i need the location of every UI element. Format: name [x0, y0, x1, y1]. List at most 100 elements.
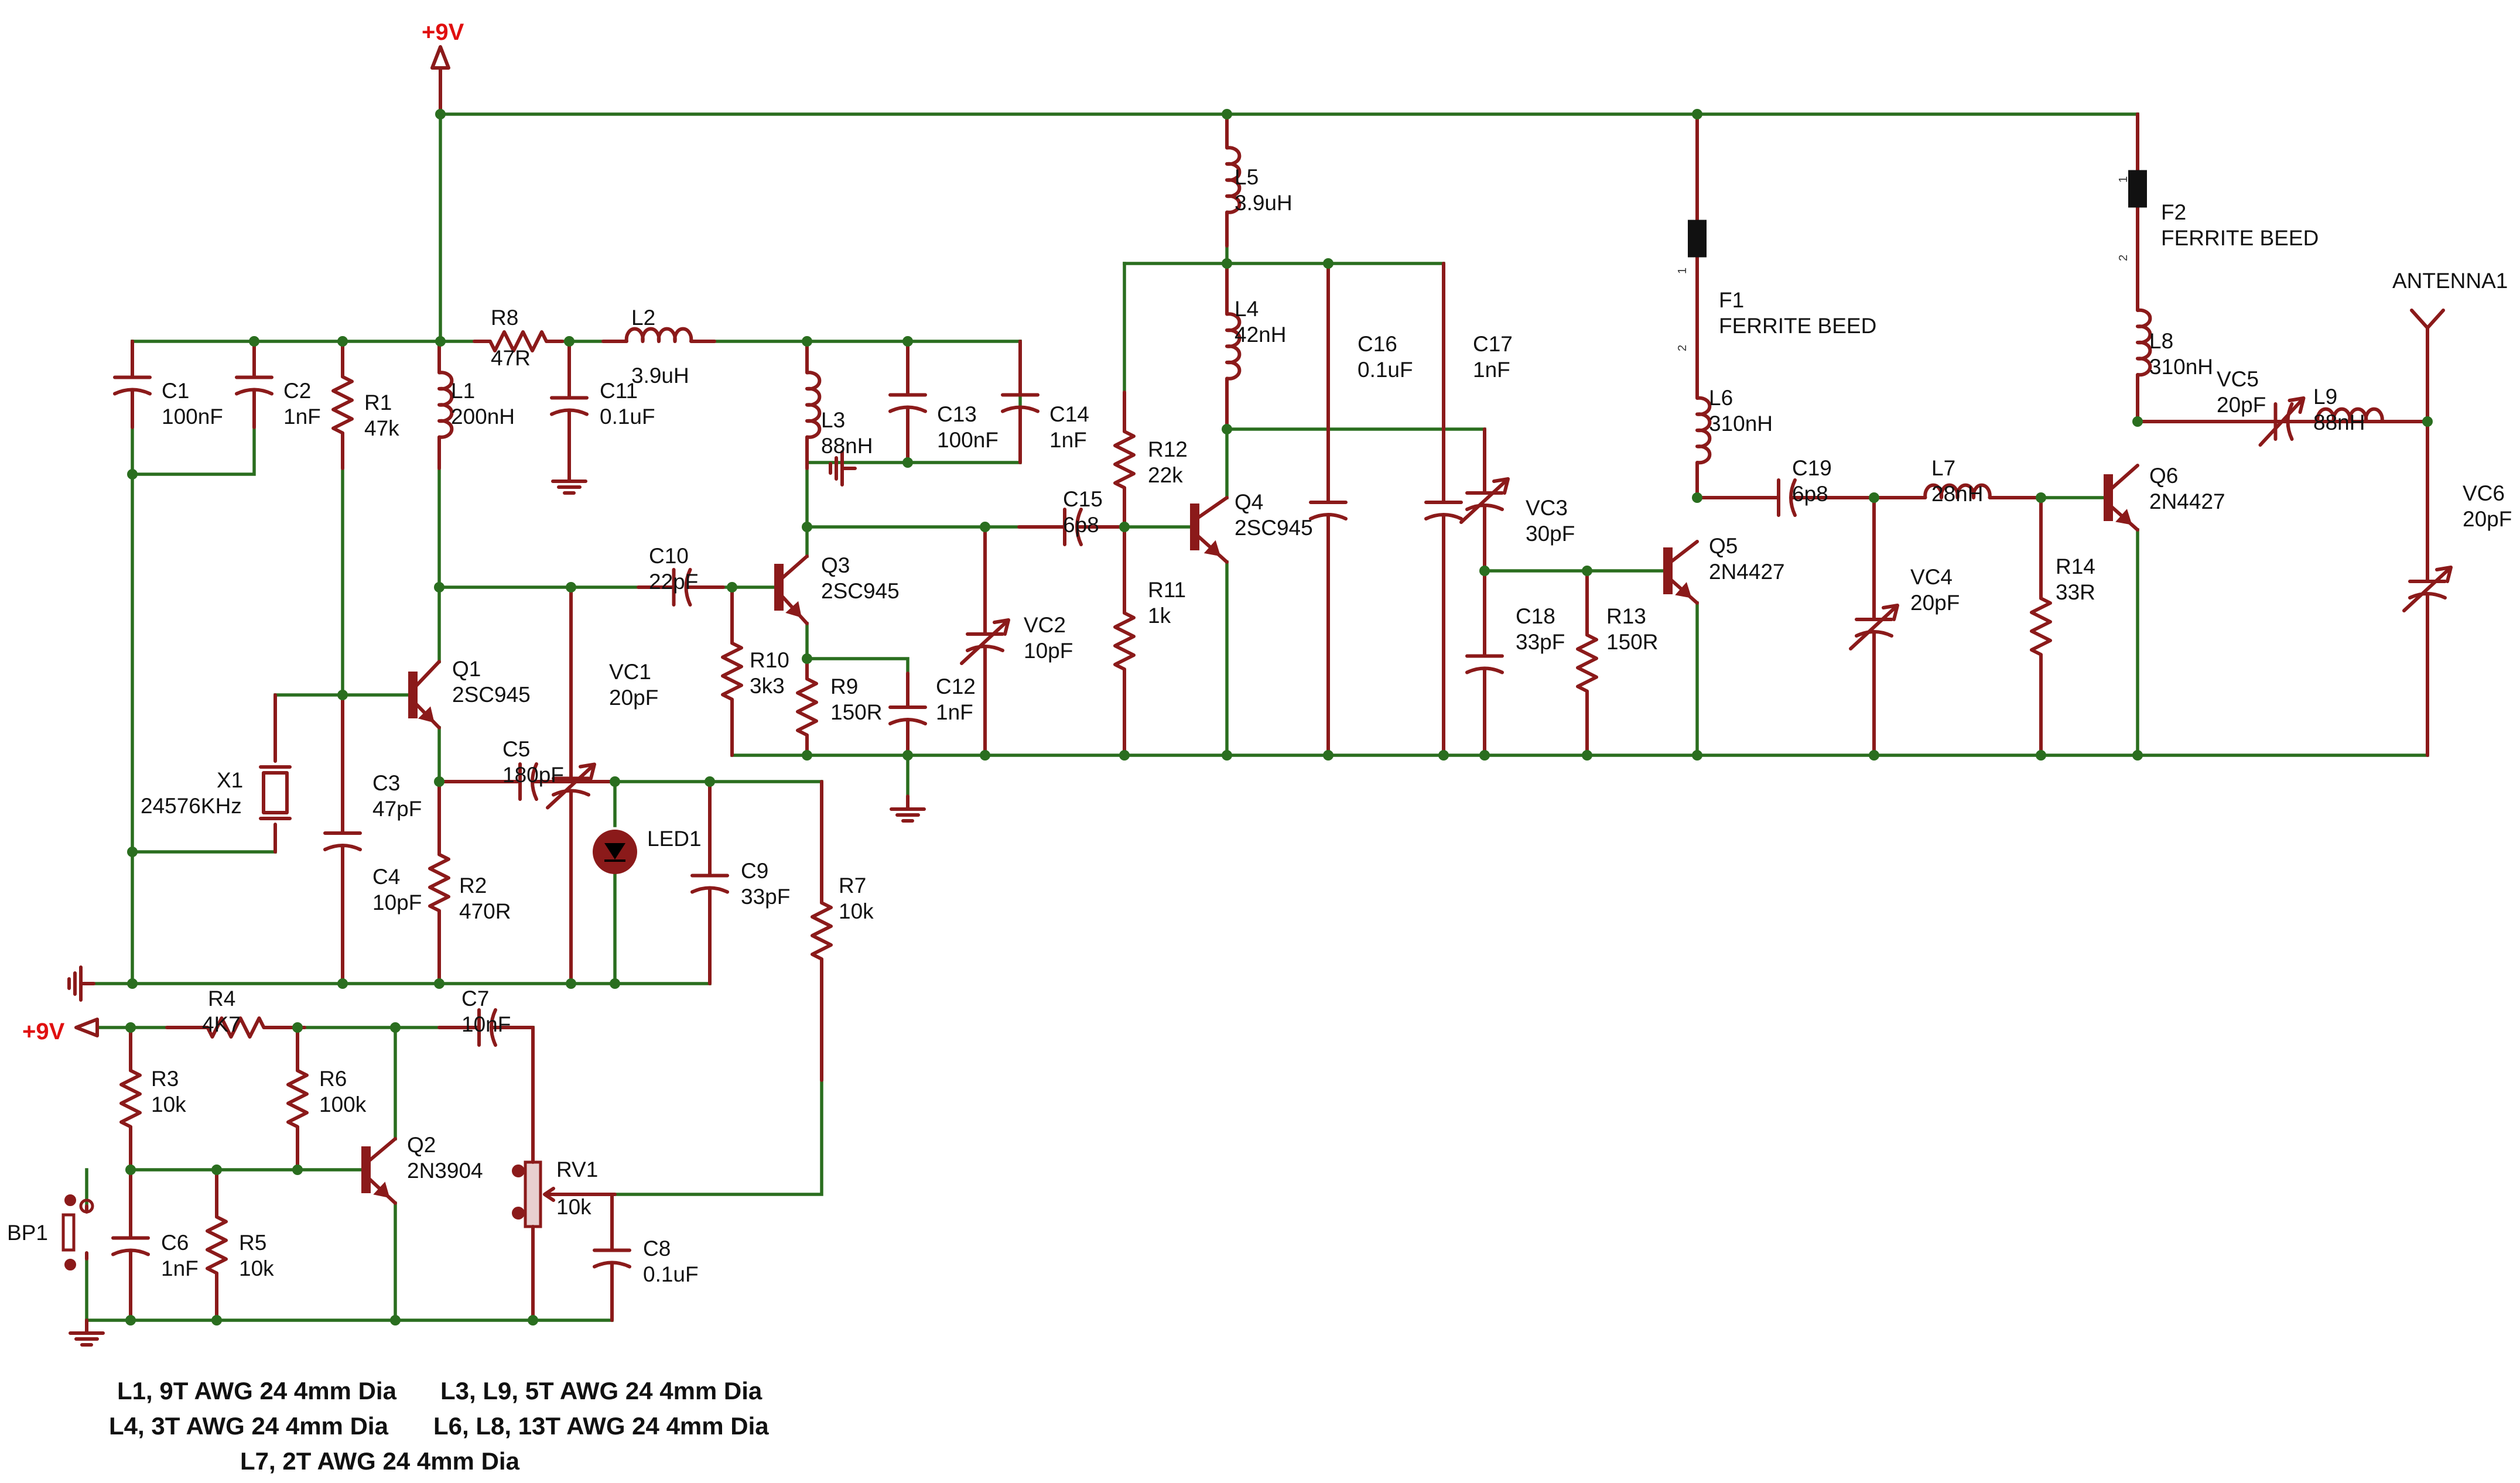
c5-designator: C5 [502, 737, 530, 761]
c3-value: 47pF [372, 797, 422, 821]
q1-designator: Q1 [452, 657, 481, 681]
l1-designator: L1 [451, 379, 475, 403]
vc6-trimmer [2408, 420, 2447, 757]
vc3-designator: VC3 [1526, 496, 1568, 520]
r14-value: 33R [2056, 580, 2095, 604]
junction-dot [2132, 750, 2143, 761]
c19-designator: C19 [1792, 456, 1832, 480]
junction-dot [337, 336, 348, 347]
antenna1-designator: ANTENNA1 [2392, 269, 2508, 293]
q1-value: 2SC945 [452, 683, 531, 707]
vc3-trimmer-arrow [1459, 477, 1510, 524]
r7-resistor [811, 780, 833, 1082]
r13-value: 150R [1606, 630, 1658, 654]
f1-pin-1: 1 [1676, 268, 1689, 274]
x1-designator: X1 [217, 768, 243, 792]
junction-dot [802, 522, 812, 532]
c12-capacitor [888, 672, 927, 757]
c19-capacitor [1695, 478, 1876, 517]
junction-dot [125, 1315, 136, 1326]
l9-value: 88nH [2313, 410, 2365, 434]
r5-designator: R5 [239, 1231, 266, 1255]
junction-dot [1222, 750, 1232, 761]
c14-value: 1nF [1049, 428, 1087, 452]
r12-value: 22k [1148, 463, 1183, 487]
c18-capacitor [1465, 569, 1504, 757]
led1-diode [593, 830, 637, 874]
r1-value: 47k [364, 416, 399, 440]
junction-dot [127, 978, 138, 989]
r13-resistor [1576, 569, 1598, 757]
l8-inductor [2136, 262, 2152, 423]
l9-designator: L9 [2313, 385, 2337, 409]
q5-transistor [1663, 540, 1699, 605]
l4-value: 42nH [1235, 323, 1286, 347]
r5-resistor [206, 1168, 228, 1322]
l5-designator: L5 [1235, 165, 1259, 189]
q2-value: 2N3904 [407, 1159, 483, 1183]
f2-value: FERRITE BEED [2161, 226, 2319, 250]
ground-c13 [829, 450, 857, 487]
vcc-left-label: +9V [22, 1019, 65, 1044]
junction-dot [980, 522, 990, 532]
note-l4: L4, 3T AWG 24 4mm Dia [109, 1412, 389, 1440]
c15-designator: C15 [1063, 487, 1103, 511]
note-l6-l8: L6, L8, 13T AWG 24 4mm Dia [433, 1412, 769, 1440]
junction-dot [1692, 492, 1702, 503]
note-l7: L7, 2T AWG 24 4mm Dia [240, 1447, 520, 1475]
q1-transistor [408, 660, 441, 729]
r10-designator: R10 [750, 648, 789, 672]
vc6-value: 20pF [2463, 507, 2512, 531]
r7-designator: R7 [839, 874, 866, 898]
c11-designator: C11 [600, 379, 638, 403]
q2-designator: Q2 [407, 1133, 436, 1157]
c17-designator: C17 [1473, 332, 1513, 356]
junction-dot [1869, 492, 1879, 503]
junction-dot [434, 582, 444, 592]
junction-dot [1323, 750, 1333, 761]
r4-resistor [165, 1016, 306, 1039]
r2-resistor [428, 780, 450, 985]
l3-inductor [805, 340, 822, 470]
junction-dot [1479, 566, 1490, 576]
junction-dot [566, 582, 576, 592]
x1-crystal [259, 693, 292, 854]
r1-designator: R1 [364, 391, 392, 415]
c10-capacitor [637, 568, 725, 607]
c9-designator: C9 [741, 859, 768, 883]
l2-value: 3.9uH [631, 364, 689, 388]
c19-value: 6p8 [1792, 482, 1828, 506]
vc5-value: 20pF [2217, 393, 2266, 417]
c7-capacitor [437, 1008, 535, 1047]
c16-capacitor [1309, 262, 1348, 757]
r6-designator: R6 [319, 1067, 347, 1091]
junction-dot [1119, 522, 1130, 532]
l4-designator: L4 [1235, 297, 1259, 321]
junction-dot [610, 776, 620, 787]
junction-dot [902, 457, 913, 468]
junction-dot [434, 776, 444, 787]
l5-value: 3.9uH [1235, 191, 1293, 215]
c11-capacitor [550, 340, 589, 470]
l8-value: 310nH [2149, 355, 2213, 379]
r4-designator: R4 [208, 987, 235, 1011]
c1-value: 100nF [162, 405, 223, 429]
bp1-push-button [61, 1194, 94, 1270]
q4-designator: Q4 [1235, 490, 1263, 514]
r4-value: 4K7 [202, 1012, 241, 1036]
r9-designator: R9 [830, 674, 858, 698]
c15-capacitor [1017, 508, 1126, 546]
l4-inductor [1225, 262, 1242, 431]
c4-designator: C4 [372, 865, 400, 889]
vc2-value: 10pF [1024, 639, 1073, 663]
junction-dot [1582, 566, 1592, 576]
junction-dot [211, 1315, 222, 1326]
junction-dot [292, 1022, 303, 1033]
c17-capacitor [1424, 262, 1463, 757]
led1-designator: LED1 [647, 827, 702, 851]
vc6-designator: VC6 [2463, 481, 2505, 505]
r13-designator: R13 [1606, 604, 1646, 628]
l6-value: 310nH [1709, 412, 1773, 436]
junction-dot [610, 978, 620, 989]
x1-value: 24576KHz [141, 794, 242, 818]
